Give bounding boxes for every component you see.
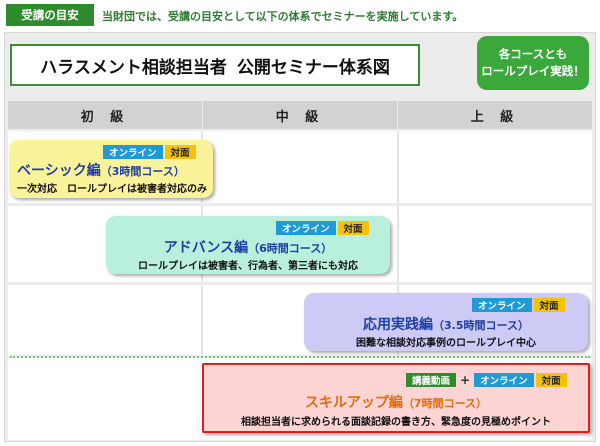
course-skillup: 講義動画 + オンライン 対面 スキルアップ編（7時間コース） 相談担当者に求め… — [202, 363, 590, 433]
badge-line1: 各コースとも — [498, 47, 568, 61]
course-description: ロールプレイは被害者、行為者、第三者にも対応 — [138, 261, 358, 272]
plus-sign: + — [460, 373, 471, 387]
course-advanced: オンライン 対面 アドバンス編（6時間コース） ロールプレイは被害者、行為者、第… — [106, 216, 390, 274]
diagram-title: ハラスメント相談担当者公開セミナー体系図 — [10, 44, 420, 86]
course-description: 相談担当者に求められる面談記録の書き方、緊急度の見極めポイント — [241, 417, 551, 428]
course-name: スキルアップ編（7時間コース） — [304, 395, 488, 411]
tag-face-to-face: 対面 — [164, 145, 196, 159]
course-tags: オンライン 対面 — [472, 298, 565, 312]
level-header-intermediate: 中 級 — [203, 101, 397, 129]
course-name: ベーシック編（3時間コース） — [17, 163, 185, 179]
tag-face-to-face: 対面 — [535, 373, 567, 387]
course-name: アドバンス編（6時間コース） — [163, 240, 333, 256]
course-name: 応用実践編（3.5時間コース） — [363, 317, 529, 333]
guide-tag: 受講の目安 — [6, 4, 94, 26]
level-header-advanced: 上 級 — [398, 101, 592, 129]
tag-online: オンライン — [103, 145, 163, 159]
tag-face-to-face: 対面 — [337, 221, 369, 235]
tag-online: オンライン — [276, 221, 336, 235]
tag-face-to-face: 対面 — [533, 298, 565, 312]
course-tags: オンライン 対面 — [276, 221, 369, 235]
title-part2: 公開セミナー体系図 — [236, 57, 390, 78]
roleplay-badge: 各コースとも ロールプレイ実践！ — [477, 36, 589, 90]
dotted-separator — [10, 356, 590, 358]
course-description: 困難な相談対応事例のロールプレイ中心 — [356, 338, 536, 349]
badge-line2: ロールプレイ実践！ — [481, 64, 585, 78]
course-description: 一次対応 ロールプレイは被害者対応のみ — [17, 184, 207, 195]
guide-description: 当財団では、受講の目安として以下の体系でセミナーを実施しています。 — [102, 10, 464, 23]
course-tags: オンライン 対面 — [103, 145, 196, 159]
course-tags: 講義動画 + オンライン 対面 — [406, 373, 567, 387]
tag-lecture-video: 講義動画 — [406, 373, 457, 387]
tag-online: オンライン — [474, 373, 534, 387]
course-basic: オンライン 対面 ベーシック編（3時間コース） 一次対応 ロールプレイは被害者対… — [9, 140, 213, 198]
level-header-beginner: 初 級 — [8, 101, 202, 129]
title-part1: ハラスメント相談担当者 — [40, 57, 227, 78]
course-applied: オンライン 対面 応用実践編（3.5時間コース） 困難な相談対応事例のロールプレ… — [304, 293, 588, 351]
tag-online: オンライン — [472, 298, 532, 312]
